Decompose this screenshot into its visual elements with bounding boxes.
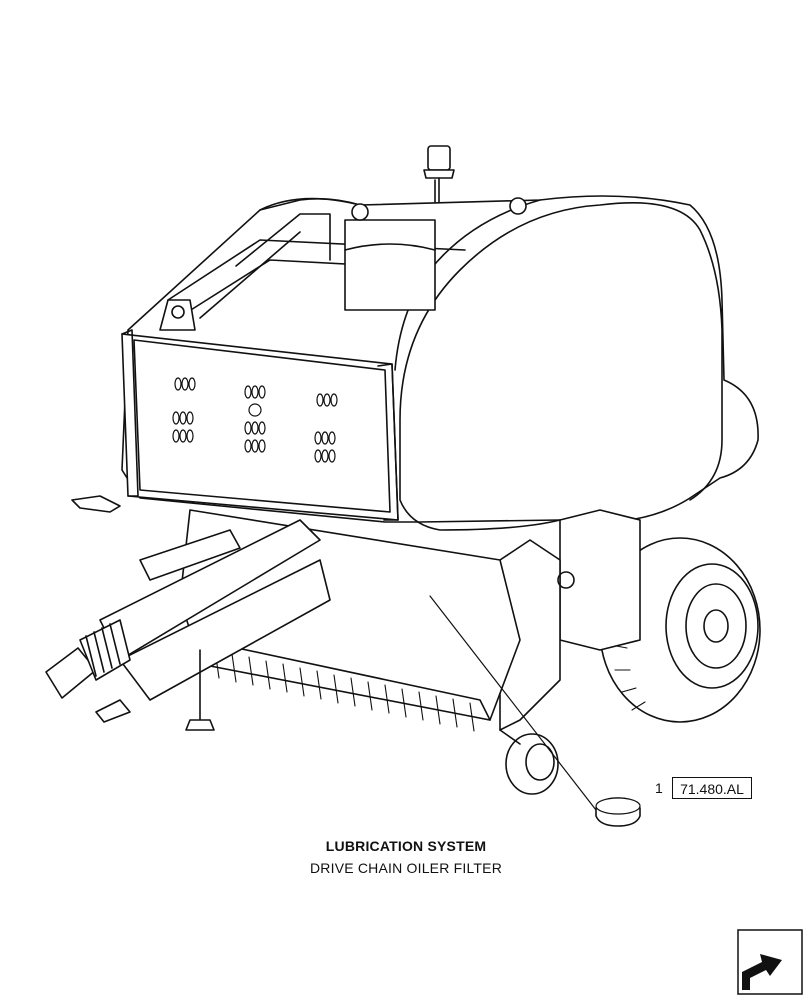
callout-item-number: 1 [655,780,663,796]
callout-reference-link[interactable]: 71.480.AL [672,777,752,799]
beacon-light [423,145,455,215]
next-page-arrow-icon[interactable] [736,928,804,996]
front-panel [121,329,399,521]
chassis-and-pickup [45,495,641,795]
callout-leader-line [429,595,597,811]
next-page-arrow-graphic [737,929,803,995]
component-name: DRIVE CHAIN OILER FILTER [309,860,503,876]
system-title: LUBRICATION SYSTEM [325,838,487,854]
